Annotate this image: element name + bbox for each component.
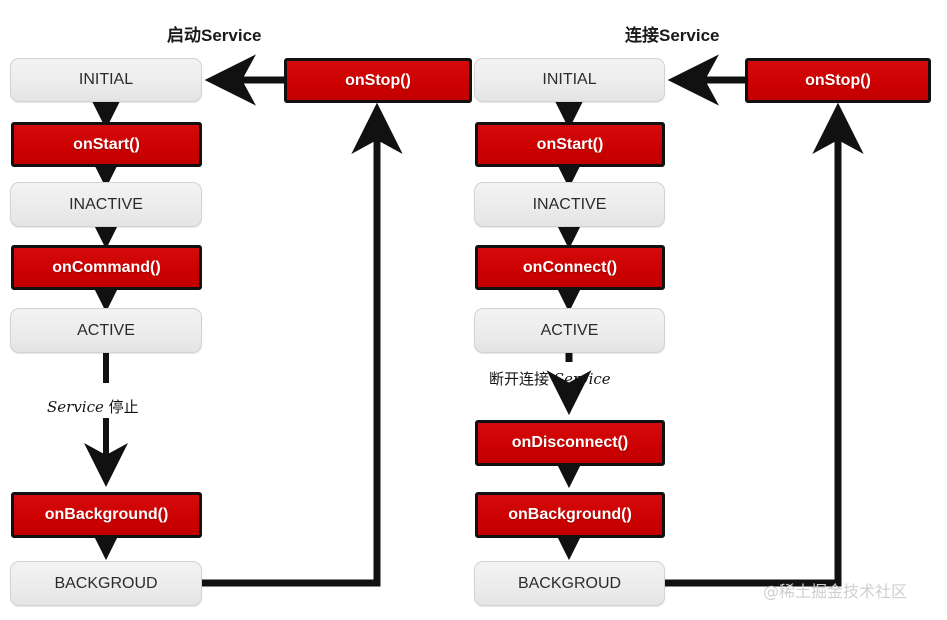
node-right-onstop[interactable]: onStop() — [745, 58, 931, 103]
node-left-initial[interactable]: INITIAL — [10, 58, 202, 102]
left-column-title: 启动Service — [167, 26, 262, 45]
node-left-inactive[interactable]: INACTIVE — [10, 182, 202, 227]
node-right-active[interactable]: ACTIVE — [474, 308, 665, 353]
node-left-background[interactable]: BACKGROUD — [10, 561, 202, 606]
edge-label-service-stop-cjk: 停止 — [103, 398, 139, 416]
edge-label-disconnect-service: 断开连接 Service — [489, 368, 611, 389]
node-right-ondisconnect[interactable]: onDisconnect() — [475, 420, 665, 466]
node-right-initial[interactable]: INITIAL — [474, 58, 665, 102]
node-left-onstart[interactable]: onStart() — [11, 122, 202, 167]
edge-label-service-stop: Service 停止 — [47, 396, 139, 417]
edge-label-disconnect-cjk: 断开连接 — [489, 370, 554, 388]
left-return-path — [202, 54, 403, 587]
node-left-oncommand[interactable]: onCommand() — [11, 245, 202, 290]
right-column-title: 连接Service — [625, 26, 720, 45]
node-left-active[interactable]: ACTIVE — [10, 308, 202, 353]
node-right-background[interactable]: BACKGROUD — [474, 561, 665, 606]
right-return-path — [665, 54, 864, 587]
node-right-onconnect[interactable]: onConnect() — [475, 245, 665, 290]
watermark: @稀土掘金技术社区 — [763, 582, 908, 601]
node-left-onstop[interactable]: onStop() — [284, 58, 472, 103]
edge-label-disconnect-italic: Service — [553, 370, 611, 388]
node-left-onbackground[interactable]: onBackground() — [11, 492, 202, 538]
node-right-onbackground[interactable]: onBackground() — [475, 492, 665, 538]
node-right-inactive[interactable]: INACTIVE — [474, 182, 665, 227]
edge-label-service-stop-italic: Service — [47, 398, 104, 416]
node-right-onstart[interactable]: onStart() — [475, 122, 665, 167]
